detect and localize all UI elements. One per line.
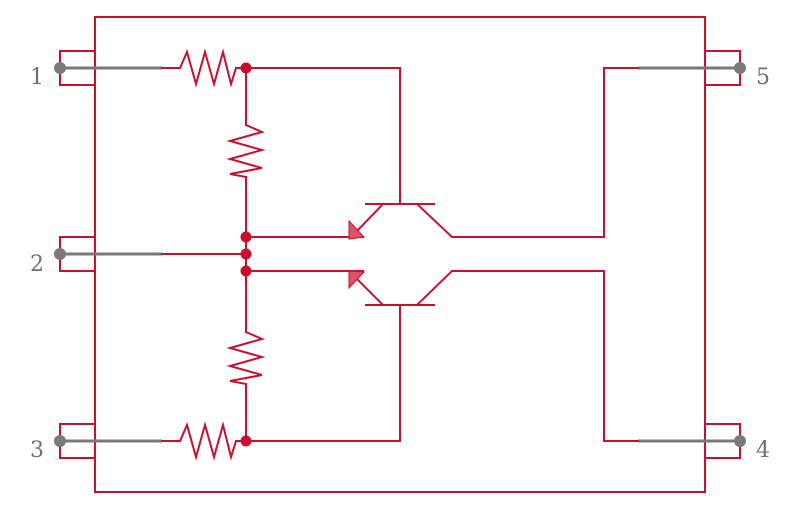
pin-stubs-right [704, 50, 741, 459]
resistors [178, 48, 266, 461]
junction-node-e [240, 435, 252, 447]
transistor-top-emitter-leg [355, 202, 385, 233]
resistor-r2 [226, 123, 266, 179]
wire-base-top-pin5 [451, 67, 639, 238]
pin-label-2: 2 [30, 252, 44, 277]
pin-endpoints [54, 62, 746, 447]
wire-base-bottom-pin4 [451, 270, 639, 442]
pin-endpoint-3[interactable] [54, 435, 66, 447]
pin-label-5: 5 [756, 65, 770, 90]
transistor-bottom-collector-leg [415, 269, 454, 307]
transistor-top [348, 202, 454, 240]
junctions [240, 62, 252, 447]
pin-leads [60, 66, 740, 443]
junction-node-d [240, 265, 252, 277]
transistor-top-collector-leg [415, 202, 454, 239]
transistor-bottom-emitter-leg [355, 277, 385, 307]
resistor-r1 [178, 48, 238, 88]
pin-endpoint-5[interactable] [734, 62, 746, 74]
transistor-bottom-emitter-arrow [348, 270, 366, 290]
internal-wiring [161, 67, 639, 442]
junction-node-b [240, 231, 252, 243]
resistor-r4 [178, 421, 238, 461]
junction-node-a [240, 62, 252, 74]
wire-nodeA-collector-top [245, 67, 401, 205]
pin-labels: 1 2 3 4 5 [30, 65, 770, 463]
wire-nodeE-collector-bottom [245, 304, 401, 442]
transistor-top-emitter-arrow [348, 219, 366, 240]
pin-endpoint-4[interactable] [734, 435, 746, 447]
pin-label-3: 3 [30, 438, 44, 463]
pin-endpoint-2[interactable] [54, 248, 66, 260]
pin-label-1: 1 [30, 65, 44, 90]
junction-node-c [240, 248, 252, 260]
pin-label-4: 4 [756, 438, 770, 463]
pin-endpoint-1[interactable] [54, 62, 66, 74]
resistor-r3 [226, 330, 266, 386]
transistor-bottom [348, 269, 454, 307]
